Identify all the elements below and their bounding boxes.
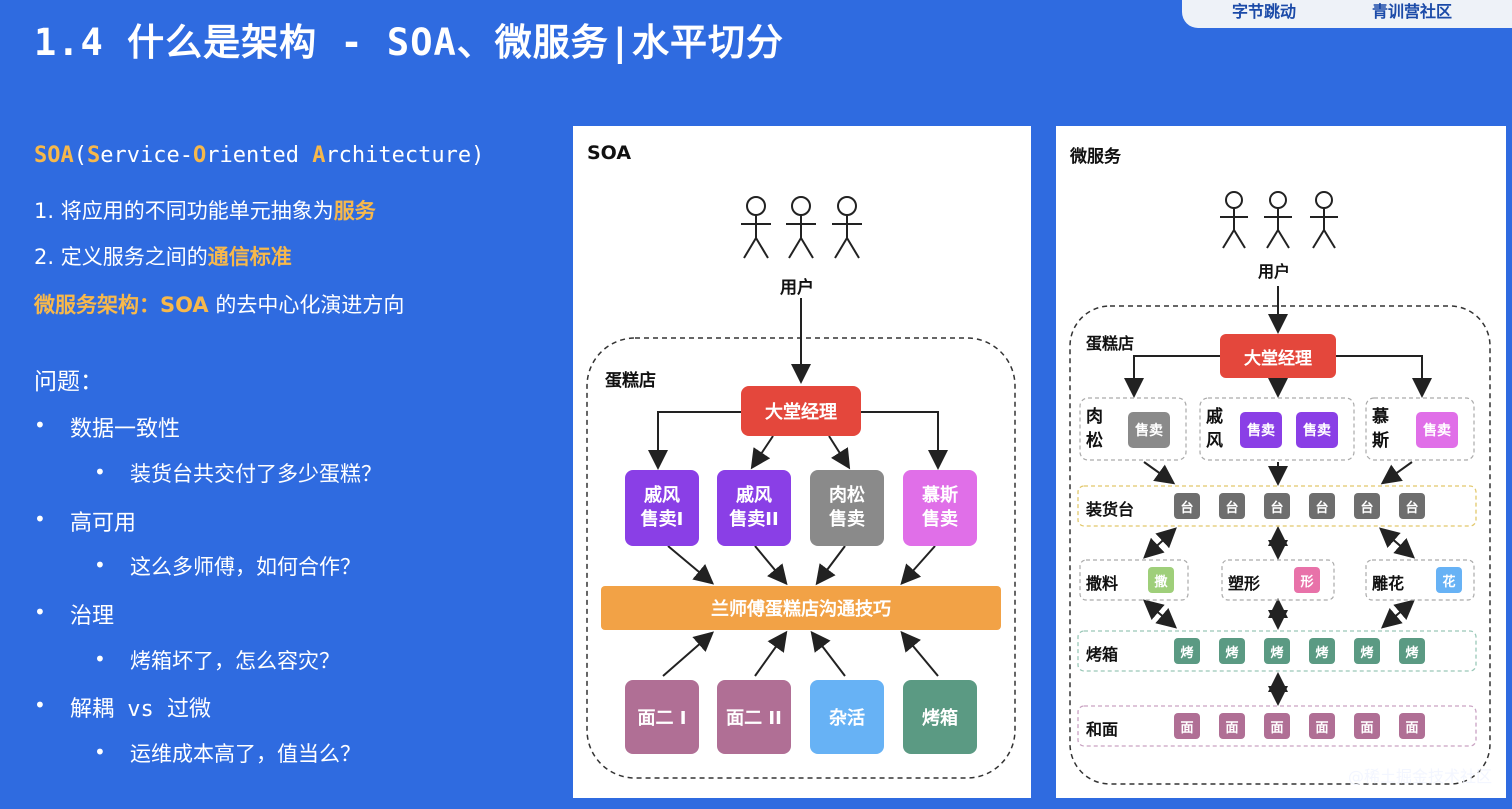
soa-worker-dough-2: 面二 II <box>717 680 791 754</box>
ms-dough-tile: 面 <box>1219 713 1245 739</box>
word-service: ervice- <box>100 143 193 168</box>
ms-user-figures <box>1220 191 1338 249</box>
ms-oven-tile: 烤 <box>1399 638 1425 664</box>
problem-1: 数据一致性 <box>70 417 181 442</box>
paren: ( <box>73 143 87 168</box>
problem-4-sub: 运维成本高了，值当么？ <box>130 742 361 766</box>
bullet-dot: • <box>34 413 46 437</box>
ms-loading-tile: 台 <box>1399 493 1425 519</box>
ms-oven-tile: 烤 <box>1309 638 1335 664</box>
ms-chiffon-sale-tile-1: 售卖 <box>1240 412 1282 448</box>
ms-oven-tile: 烤 <box>1174 638 1200 664</box>
letter-o: O <box>192 143 207 168</box>
problem-3-sub: 烤箱坏了，怎么容灾？ <box>130 649 340 673</box>
ms-connectors <box>1069 191 1491 785</box>
ms-loading-tile: 台 <box>1354 493 1380 519</box>
soa-worker-oven: 烤箱 <box>903 680 977 754</box>
ms-user-label: 用户 <box>1258 262 1291 281</box>
bytedance-logo: 字节跳动 <box>1232 2 1297 21</box>
soa-item-2: 2. 定义服务之间的通信标准 <box>34 241 292 271</box>
ms-loading-tile: 台 <box>1219 493 1245 519</box>
soa-definition: SOA(Service-Oriented Architecture) <box>34 143 484 168</box>
ms-dough-tile: 面 <box>1354 713 1380 739</box>
youth-camp-logo: 青训营社区 <box>1372 2 1453 21</box>
ms-rest: 的去中心化演进方向 <box>208 293 405 317</box>
soa-panel-title: SOA <box>587 142 632 164</box>
slide-title: 1.4 什么是架构 - SOA、微服务|水平切分 <box>34 21 785 64</box>
ms-floss-sale-tile: 售卖 <box>1128 412 1170 448</box>
problems-title: 问题： <box>34 369 103 395</box>
ms-shape-tile: 形 <box>1294 567 1320 593</box>
problem-2-sub: 这么多师傅，如何合作？ <box>130 555 361 579</box>
ms-oven-tile: 烤 <box>1264 638 1290 664</box>
ms-oven-label: 烤箱 <box>1086 645 1119 664</box>
ms-group-chiffon-label: 戚 风 <box>1206 407 1223 451</box>
brand-logos: 字节跳动 青训营社区 <box>1182 0 1512 28</box>
soa-seller-chiffon-1: 戚风 售卖I <box>625 470 699 546</box>
soa-connectors <box>586 196 1016 779</box>
ms-manager-node: 大堂经理 <box>1220 334 1336 378</box>
problem-4: 解耦 vs 过微 <box>70 697 211 722</box>
ms-oven-tile: 烤 <box>1354 638 1380 664</box>
ms-oven-tile: 烤 <box>1219 638 1245 664</box>
ms-panel-title: 微服务 <box>1070 147 1121 167</box>
item-1-text: 1. 将应用的不同功能单元抽象为 <box>34 199 334 223</box>
ms-shop-label: 蛋糕店 <box>1086 334 1135 353</box>
letter-a: A <box>312 143 326 168</box>
item-2-highlight: 通信标准 <box>207 245 292 269</box>
ms-loading-tile: 台 <box>1264 493 1290 519</box>
bullet-dot: • <box>34 693 46 717</box>
ms-loading-tile: 台 <box>1309 493 1335 519</box>
problem-2: 高可用 <box>70 511 137 536</box>
ms-group-mousse-label: 慕 斯 <box>1372 407 1389 451</box>
ms-carve-tile: 花 <box>1436 567 1462 593</box>
item-1-highlight: 服务 <box>333 199 376 223</box>
ms-carve-label: 雕花 <box>1372 574 1405 593</box>
ms-sprinkle-label: 撒料 <box>1086 574 1119 593</box>
ms-dough-tile: 面 <box>1309 713 1335 739</box>
soa-diagram-panel: SOA <box>573 126 1031 798</box>
soa-shop-label: 蛋糕店 <box>605 371 656 391</box>
watermark: @稀土掘金技术社区 <box>1347 767 1492 786</box>
soa-worker-dough-1: 面二 I <box>625 680 699 754</box>
microservice-diagram-panel: 微服务 <box>1056 126 1506 798</box>
user-figures <box>741 196 862 259</box>
ms-group-floss-label: 肉 松 <box>1086 407 1103 451</box>
soa-manager-node: 大堂经理 <box>741 386 861 436</box>
soa-seller-mousse: 慕斯 售卖 <box>903 470 977 546</box>
soa-item-1: 1. 将应用的不同功能单元抽象为服务 <box>34 195 376 225</box>
bullet-dot: • <box>94 647 106 671</box>
item-2-text: 2. 定义服务之间的 <box>34 245 208 269</box>
ms-dough-label: 和面 <box>1086 720 1119 739</box>
problem-3: 治理 <box>70 604 115 629</box>
ms-dough-tile: 面 <box>1399 713 1425 739</box>
soa-user-label: 用户 <box>780 278 814 298</box>
ms-dough-tile: 面 <box>1174 713 1200 739</box>
problem-1-sub: 装货台共交付了多少蛋糕？ <box>130 462 382 486</box>
soa-abbr: SOA <box>34 143 74 168</box>
ms-dough-tile: 面 <box>1264 713 1290 739</box>
letter-s: S <box>87 143 101 168</box>
bullet-dot: • <box>94 553 106 577</box>
bullet-dot: • <box>34 507 46 531</box>
microservice-definition: 微服务架构：SOA 的去中心化演进方向 <box>34 289 404 319</box>
ms-mousse-sale-tile: 售卖 <box>1416 412 1458 448</box>
ms-shape-label: 塑形 <box>1228 574 1261 593</box>
ms-highlight: 微服务架构：SOA <box>34 293 209 317</box>
soa-seller-floss: 肉松 售卖 <box>810 470 884 546</box>
ms-sprinkle-tile: 撒 <box>1148 567 1174 593</box>
soa-worker-misc: 杂活 <box>810 680 884 754</box>
soa-seller-chiffon-2: 戚风 售卖II <box>717 470 791 546</box>
ms-loading-label: 装货台 <box>1086 500 1135 519</box>
bullet-dot: • <box>34 600 46 624</box>
ms-chiffon-sale-tile-2: 售卖 <box>1296 412 1338 448</box>
soa-communication-bus: 兰师傅蛋糕店沟通技巧 <box>601 586 1001 630</box>
ms-loading-tile: 台 <box>1174 493 1200 519</box>
word-architecture: rchitecture) <box>325 143 485 168</box>
word-oriented: riented <box>206 143 313 168</box>
bullet-dot: • <box>94 460 106 484</box>
bullet-dot: • <box>94 740 106 764</box>
